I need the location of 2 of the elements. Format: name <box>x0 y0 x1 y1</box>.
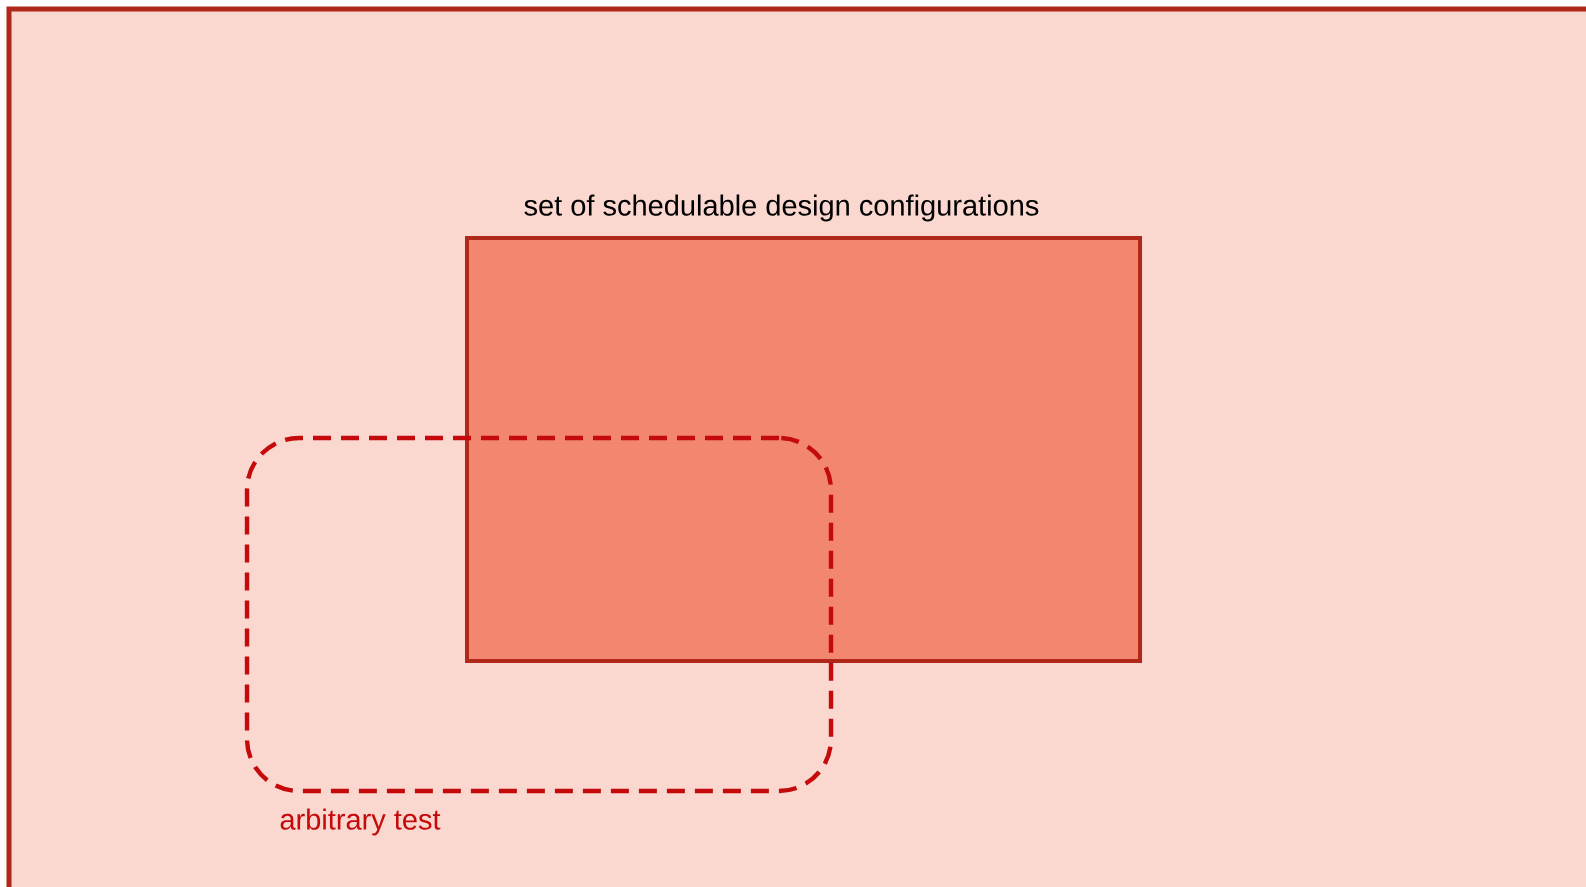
set-label: set of schedulable design configurations <box>524 194 1039 222</box>
set-label: arbitrary test <box>280 808 441 836</box>
